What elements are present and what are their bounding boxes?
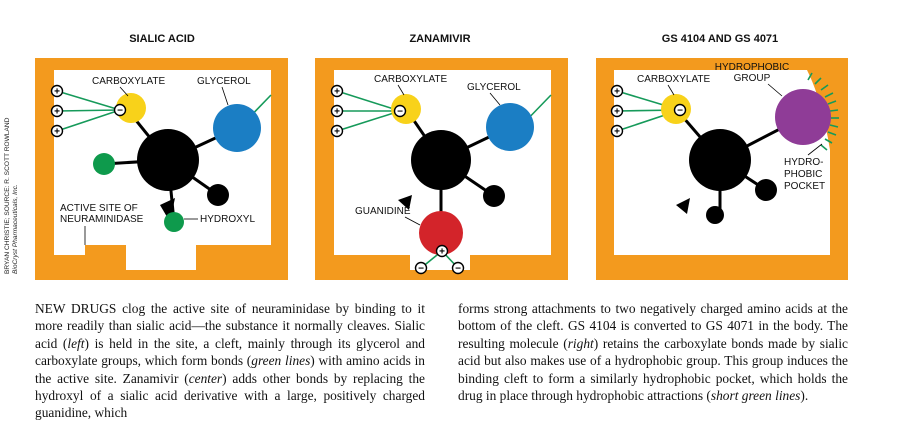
negative-charge-icon — [414, 261, 428, 275]
plus-icon: + — [614, 87, 620, 98]
positive-charge-icon — [610, 84, 624, 98]
negative-charge-icon — [673, 103, 687, 117]
carboxylate-group — [116, 93, 146, 123]
image-credit: BRYAN CHRISTIE; SOURCE: R. SCOTT ROWLAND… — [4, 118, 20, 274]
caption-text: NEW DRUGS clog the active site of neuram… — [35, 301, 425, 351]
label-carboxylate: CARBOXYLATE — [92, 76, 165, 87]
leader-line — [119, 86, 129, 97]
guanidine-group — [419, 211, 463, 255]
positive-charge-icon — [330, 84, 344, 98]
hydrophobic-group — [775, 89, 831, 145]
positive-charge-icon — [610, 124, 624, 138]
plus-icon: + — [54, 87, 60, 98]
positive-charge-icon — [330, 124, 344, 138]
positive-charge-icon — [50, 84, 64, 98]
label-carboxylate: CARBOXYLATE — [374, 74, 447, 85]
label-glycerol: GLYCEROL — [197, 76, 251, 87]
label-hydroxyl: HYDROXYL — [200, 214, 255, 225]
positive-charge-icon — [50, 124, 64, 138]
caption-right: forms strong attachments to two negative… — [458, 300, 848, 404]
label-hydrophobic-pocket: HYDRO- — [784, 157, 823, 168]
minus-icon: − — [677, 106, 683, 117]
active-site-pocket — [596, 58, 848, 280]
label-active-site: ACTIVE SITE OF — [60, 203, 138, 214]
positive-charge-icon — [435, 244, 449, 258]
leader-line — [221, 86, 229, 106]
molecule-skeleton — [103, 107, 238, 223]
plus-icon: + — [439, 247, 445, 258]
leader-line — [404, 216, 421, 226]
label-hydrophobic-pocket: PHOBIC — [784, 169, 822, 180]
label-carboxylate: CARBOXYLATE — [637, 74, 710, 85]
caption-text: forms strong attachments to two negative… — [458, 301, 848, 351]
leader-line — [667, 84, 675, 96]
hydroxyl-group — [93, 153, 115, 175]
panel-zanamivir: ZANAMIVIR + + + — [315, 33, 568, 280]
label-hydrophobic-group: HYDROPHOBIC — [715, 62, 789, 73]
caption-text: ). — [800, 388, 809, 404]
negative-charge-icon — [451, 261, 465, 275]
amino-acid-charges: + + + − + − − — [330, 84, 465, 275]
drug-binding-figure: SIALIC ACID + + + — [35, 33, 848, 280]
plus-icon: + — [334, 127, 340, 138]
hydroxyl-group — [164, 212, 184, 232]
active-site-pocket — [35, 58, 288, 280]
minus-icon: − — [455, 264, 461, 275]
leader-line — [807, 143, 823, 156]
caption-text: ) adds other bonds by replacing the hydr… — [35, 370, 425, 421]
panel-title-zanamivir: ZANAMIVIR — [409, 33, 470, 45]
caption-emphasis: left — [67, 335, 85, 351]
glycerol-group — [486, 103, 534, 151]
minus-icon: − — [117, 106, 123, 117]
plus-icon: + — [334, 107, 340, 118]
molecule-skeleton — [398, 108, 511, 233]
hydrophobic-attraction-lines — [807, 72, 839, 151]
negative-charge-icon — [393, 104, 407, 118]
credit-line: BioCryst Pharmaceuticals, Inc. — [12, 184, 19, 274]
leader-line — [397, 84, 405, 96]
caption-emphasis: center — [188, 370, 223, 386]
glycerol-group — [213, 104, 261, 152]
amino-acid-charges: + + + − — [50, 84, 127, 138]
label-guanidine: GUANIDINE — [355, 206, 411, 217]
caption-text: ) retains the carboxylate bonds made by … — [458, 335, 848, 404]
panel-title-gs: GS 4104 AND GS 4071 — [662, 33, 778, 45]
label-hydrophobic-pocket: POCKET — [784, 181, 825, 192]
label-active-site: NEURAMINIDASE — [60, 214, 144, 225]
caption-emphasis: right — [567, 335, 594, 351]
caption-left: NEW DRUGS clog the active site of neuram… — [35, 300, 425, 422]
plus-icon: + — [54, 127, 60, 138]
amino-acid-charges: + + + − — [610, 84, 687, 138]
panel-sialic-acid: SIALIC ACID + + + — [35, 33, 288, 280]
label-hydrophobic-group: GROUP — [734, 73, 771, 84]
negative-charge-icon — [113, 103, 127, 117]
caption-text: ) is held in the site, a cleft, mainly t… — [35, 335, 425, 369]
label-glycerol: GLYCEROL — [467, 82, 521, 93]
caption-emphasis: green lines — [251, 353, 311, 369]
leader-line — [767, 83, 783, 97]
caption-emphasis: short green lines — [710, 388, 801, 404]
caption-text: ) with amino acids in the active site. Z… — [35, 353, 425, 386]
plus-icon: + — [614, 127, 620, 138]
credit-line: BRYAN CHRISTIE; SOURCE: R. SCOTT ROWLAND — [4, 117, 11, 274]
minus-icon: − — [397, 107, 403, 118]
panel-title-sialic: SIALIC ACID — [129, 33, 195, 45]
leader-line — [489, 92, 501, 106]
positive-charge-icon — [330, 104, 344, 118]
plus-icon: + — [54, 107, 60, 118]
plus-icon: + — [614, 107, 620, 118]
positive-charge-icon — [610, 104, 624, 118]
plus-icon: + — [334, 87, 340, 98]
panel-gs-4104-4071: GS 4104 AND GS 4071 — [596, 33, 848, 280]
positive-charge-icon — [50, 104, 64, 118]
active-site-pocket — [315, 58, 568, 280]
minus-icon: − — [418, 264, 424, 275]
